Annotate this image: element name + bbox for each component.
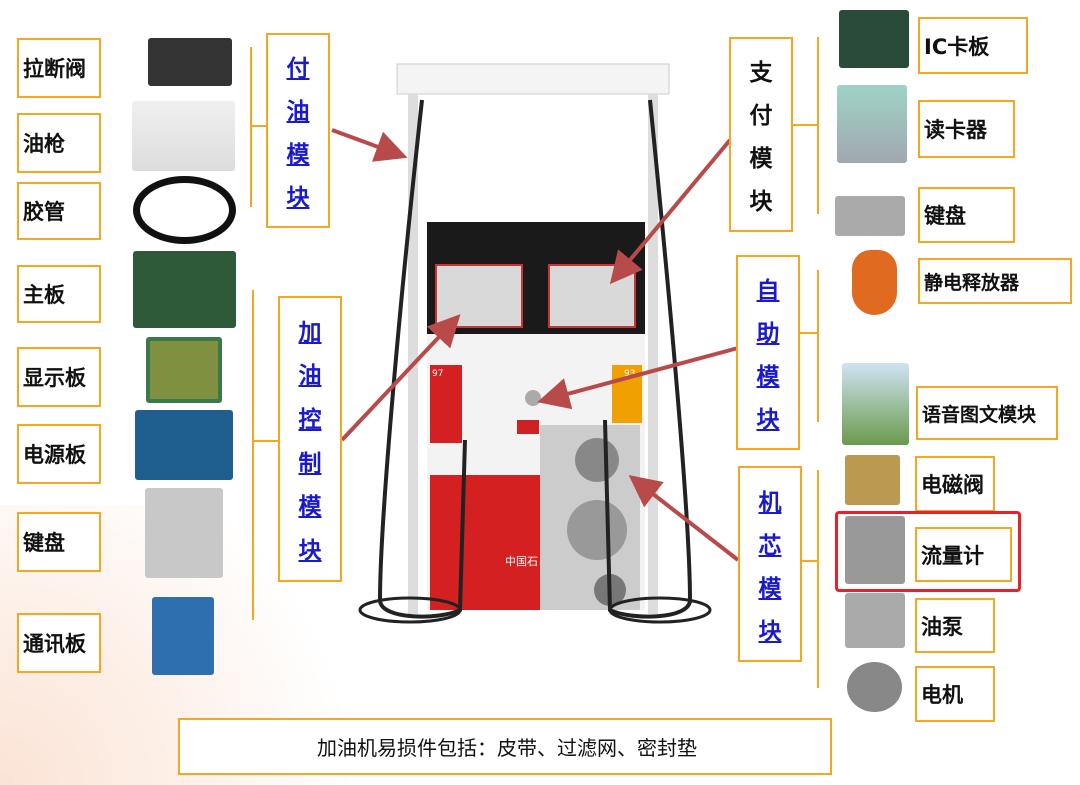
label-flow-meter: 流量计 — [915, 527, 1012, 582]
card-reader-image — [837, 85, 907, 163]
module-char: 块 — [749, 188, 773, 215]
module-char: 块 — [756, 406, 780, 433]
power-board-image — [135, 410, 233, 480]
module-char: 模 — [756, 363, 780, 390]
brand-label: 中国石 — [505, 555, 538, 568]
arrow-core — [628, 475, 740, 562]
hose-loop-right — [608, 596, 712, 624]
static-discharger-image — [852, 250, 897, 315]
module-char: 控 — [298, 407, 322, 434]
module-char: 模 — [286, 141, 310, 168]
module-char: 付 — [749, 103, 773, 130]
connector-line — [800, 332, 817, 334]
display-right — [548, 264, 636, 328]
module-fuel-control[interactable]: 加油控制模块 — [278, 296, 342, 582]
label-keypad: 键盘 — [17, 512, 101, 572]
brand-panel — [430, 475, 540, 610]
ic-board-image — [839, 10, 909, 68]
module-char: 模 — [749, 145, 773, 172]
comm-board-image — [152, 597, 214, 675]
connector-line — [254, 440, 278, 442]
module-char: 支 — [749, 60, 773, 87]
pump-canopy — [396, 63, 670, 95]
label-power-board: 电源板 — [17, 424, 101, 484]
pump-tag — [517, 420, 539, 434]
hose-loop-left — [358, 596, 462, 624]
hose-right — [603, 99, 693, 619]
module-char: 机 — [758, 489, 782, 516]
keypad-image — [145, 488, 223, 578]
label-oil-pump: 油泵 — [915, 598, 995, 653]
breakaway-valve-image — [148, 38, 232, 86]
label-mainboard: 主板 — [17, 265, 101, 323]
label-solenoid-valve: 电磁阀 — [915, 456, 995, 512]
pump-pillar-left — [408, 94, 418, 614]
module-char: 油 — [286, 99, 310, 126]
nozzle-image — [132, 101, 235, 171]
module-char: 块 — [298, 538, 322, 565]
connector-line — [817, 37, 819, 214]
module-char: 油 — [298, 363, 322, 390]
grade-panel-left — [430, 365, 462, 443]
connector-line — [252, 290, 254, 620]
module-char: 块 — [286, 184, 310, 211]
hose-image — [133, 176, 236, 244]
label-breakaway-valve: 拉断阀 — [17, 38, 101, 98]
module-char: 付 — [286, 56, 310, 83]
label-hose: 胶管 — [17, 182, 101, 240]
internal-pump — [567, 500, 627, 560]
arrow-self-service — [537, 346, 739, 410]
pump-pillar-right — [648, 94, 658, 614]
module-payment: 支付模块 — [729, 37, 793, 232]
label-card-reader: 读卡器 — [918, 100, 1015, 158]
label-motor: 电机 — [915, 666, 995, 722]
module-char: 模 — [298, 494, 322, 521]
label-voice-graphic-module: 语音图文模块 — [916, 386, 1058, 440]
module-char: 加 — [298, 319, 322, 346]
module-fuel-delivery[interactable]: 付油模块 — [266, 33, 330, 228]
module-char: 制 — [298, 450, 322, 477]
connector-line — [250, 47, 252, 207]
wear-parts-note: 加油机易损件包括：皮带、过滤网、密封垫 — [178, 718, 832, 775]
module-char: 芯 — [758, 532, 782, 559]
label-ic-board: IC卡板 — [918, 17, 1028, 74]
arrow-payment — [609, 138, 732, 285]
solenoid-valve-image — [845, 455, 900, 505]
grade-right-label: 93 — [624, 369, 635, 379]
hose-left — [377, 99, 467, 619]
motor-image — [847, 662, 902, 712]
label-nozzle: 油枪 — [17, 113, 101, 173]
grade-left-label: 97 — [432, 369, 443, 379]
module-char: 助 — [756, 321, 780, 348]
display-board-image — [146, 337, 222, 403]
static-button — [525, 390, 541, 406]
connector-line — [802, 560, 817, 562]
voice-graphic-module-image — [842, 363, 909, 445]
connector-line — [817, 270, 819, 422]
flow-meter-highlight — [835, 511, 1021, 592]
connector-line — [793, 124, 817, 126]
internal-meter — [575, 438, 619, 482]
arrow-fuel-control — [340, 314, 461, 442]
label-payment-keypad: 键盘 — [918, 187, 1015, 243]
module-core[interactable]: 机芯模块 — [738, 466, 802, 662]
mainboard-image — [133, 251, 236, 328]
oil-pump-image — [845, 593, 905, 648]
label-display-board: 显示板 — [17, 347, 101, 407]
label-comm-board: 通讯板 — [17, 613, 101, 673]
flow-meter-image — [845, 516, 905, 584]
label-static-discharger: 静电释放器 — [918, 258, 1072, 304]
arrow-fuel-delivery — [331, 128, 408, 162]
connector-line — [252, 125, 266, 127]
module-char: 模 — [758, 575, 782, 602]
display-left — [435, 264, 523, 328]
module-char: 块 — [758, 618, 782, 645]
module-self-service[interactable]: 自助模块 — [736, 255, 800, 450]
connector-line — [817, 470, 819, 688]
payment-keypad-image — [835, 196, 905, 236]
module-char: 自 — [756, 278, 780, 305]
